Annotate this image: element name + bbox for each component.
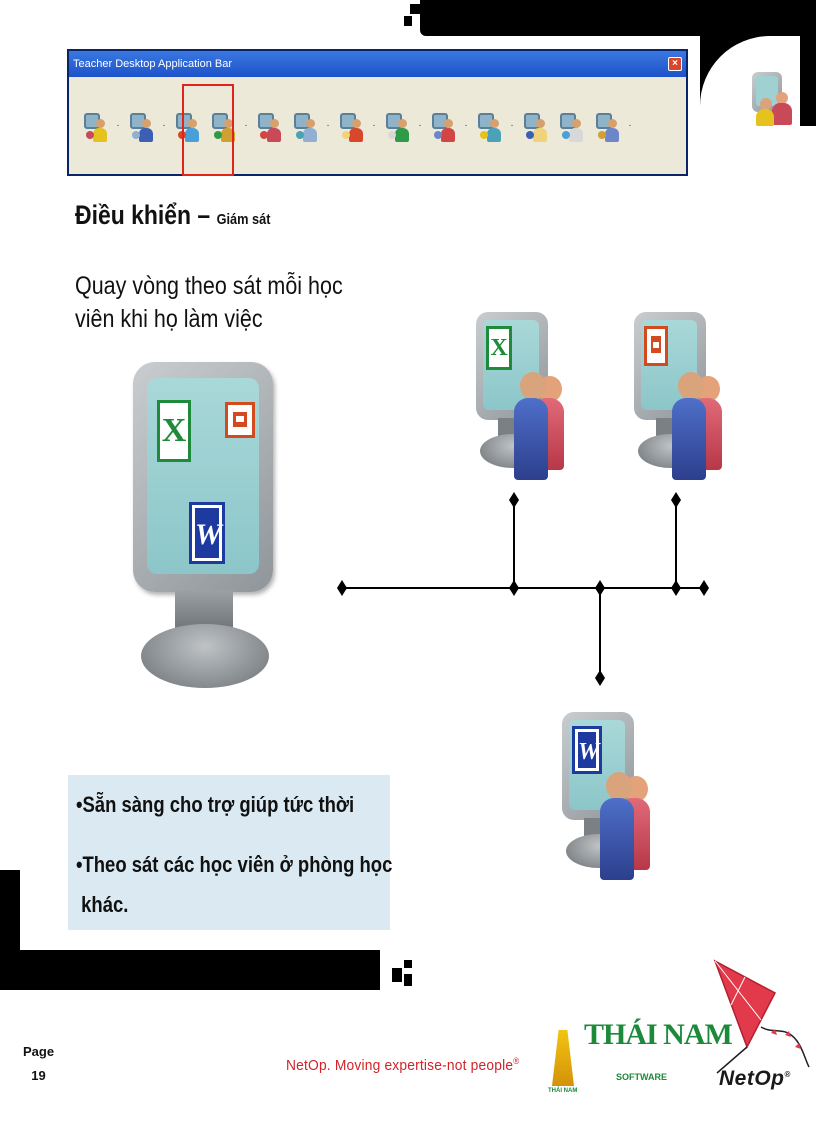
remote-control-icon[interactable] (79, 104, 111, 148)
slide-heading: Điều khiển – Giám sát (75, 200, 270, 231)
page-label: Page (23, 1044, 55, 1059)
network-node (337, 580, 347, 596)
excel-icon: X (157, 400, 191, 462)
close-icon[interactable]: × (668, 57, 682, 71)
kite-icon (713, 959, 810, 1074)
network-node (699, 580, 709, 596)
pixel-decoration (410, 4, 420, 14)
netop-logo: NetOp® (705, 955, 811, 1095)
toolbar-title-bar: Teacher Desktop Application Bar × (69, 51, 686, 77)
run-program-icon[interactable] (427, 104, 459, 148)
chat-icon[interactable] (473, 104, 505, 148)
student-group-icon[interactable] (207, 104, 239, 148)
slogan-mark: ® (513, 1056, 520, 1066)
pixel-decoration (404, 16, 412, 26)
network-node (509, 580, 519, 596)
bullet-item: •Sẵn sàng cho trợ giúp tức thời (76, 792, 355, 817)
bullet-item: khác. (76, 892, 129, 917)
network-node (671, 492, 681, 508)
dropdown-arrow-icon[interactable]: · (464, 120, 468, 131)
dropdown-arrow-icon[interactable]: · (116, 120, 120, 131)
network-node (671, 580, 681, 596)
dropdown-arrow-icon[interactable]: · (326, 120, 330, 131)
network-node (595, 670, 605, 686)
teacher-monitor: X W (133, 362, 278, 692)
slogan-text: NetOp. Moving expertise-not people (286, 1057, 514, 1074)
brand-sub: SOFTWARE (616, 1072, 667, 1082)
monitor-students-icon[interactable] (125, 104, 157, 148)
toolbar-title: Teacher Desktop Application Bar (73, 58, 232, 70)
dropdown-arrow-icon[interactable]: · (628, 120, 632, 131)
frame-right-bar (800, 36, 816, 126)
word-icon: W (572, 726, 602, 774)
tower-icon (552, 1030, 574, 1086)
student-monitor-powerpoint (634, 312, 734, 482)
toolbar-buttons: · · · · · · · · · (69, 77, 686, 174)
pixel-decoration (404, 960, 412, 968)
frame-bottom-bar (0, 870, 380, 990)
pixel-decoration (404, 974, 412, 986)
document-icon[interactable] (555, 104, 587, 148)
power-icon[interactable] (335, 104, 367, 148)
network-node (595, 580, 605, 596)
students-icon[interactable] (253, 104, 285, 148)
student-monitor-word: W (562, 712, 662, 882)
bullet-item: •Theo sát các học viên ở phòng học (76, 852, 393, 877)
logo-text: NetOp® (719, 1067, 791, 1090)
page-number: 19 (31, 1068, 46, 1083)
powerpoint-icon (644, 326, 668, 366)
dropdown-arrow-icon[interactable]: · (372, 120, 376, 131)
student-monitor-excel: X (476, 312, 576, 482)
dropdown-arrow-icon[interactable]: · (162, 120, 166, 131)
classroom-icon (750, 70, 796, 126)
word-icon: W (189, 502, 225, 564)
heading-sub: Giám sát (216, 211, 271, 228)
bullet-box: •Sẵn sàng cho trợ giúp tức thời •Theo sá… (68, 775, 393, 930)
teacher-toolbar-window: Teacher Desktop Application Bar × ······… (67, 49, 688, 176)
slogan: NetOp. Moving expertise-not people® (286, 1056, 519, 1074)
pixel-decoration (392, 968, 402, 982)
message-icon[interactable] (519, 104, 551, 148)
dropdown-arrow-icon[interactable]: · (510, 120, 514, 131)
page-indicator: Page 19 (23, 1040, 54, 1088)
show-icon[interactable] (289, 104, 321, 148)
powerpoint-icon (225, 402, 255, 438)
brand-name: THÁI NAM (584, 1018, 733, 1051)
transfer-icon[interactable] (381, 104, 413, 148)
dropdown-arrow-icon[interactable]: · (418, 120, 422, 131)
network-node (509, 492, 519, 508)
classroom-icon[interactable] (591, 104, 623, 148)
thainam-logo: THÁI NAM SOFTWARE THÁI NAM (548, 1012, 733, 1097)
slide-description: Quay vòng theo sát mỗi học viên khi họ l… (75, 272, 343, 333)
heading-main: Điều khiển – (75, 200, 217, 230)
brand-small: THÁI NAM (548, 1088, 578, 1094)
highlight-box (182, 84, 234, 176)
monitor-rotate-icon[interactable] (171, 104, 203, 148)
excel-icon: X (486, 326, 512, 370)
dropdown-arrow-icon[interactable]: · (244, 120, 248, 131)
